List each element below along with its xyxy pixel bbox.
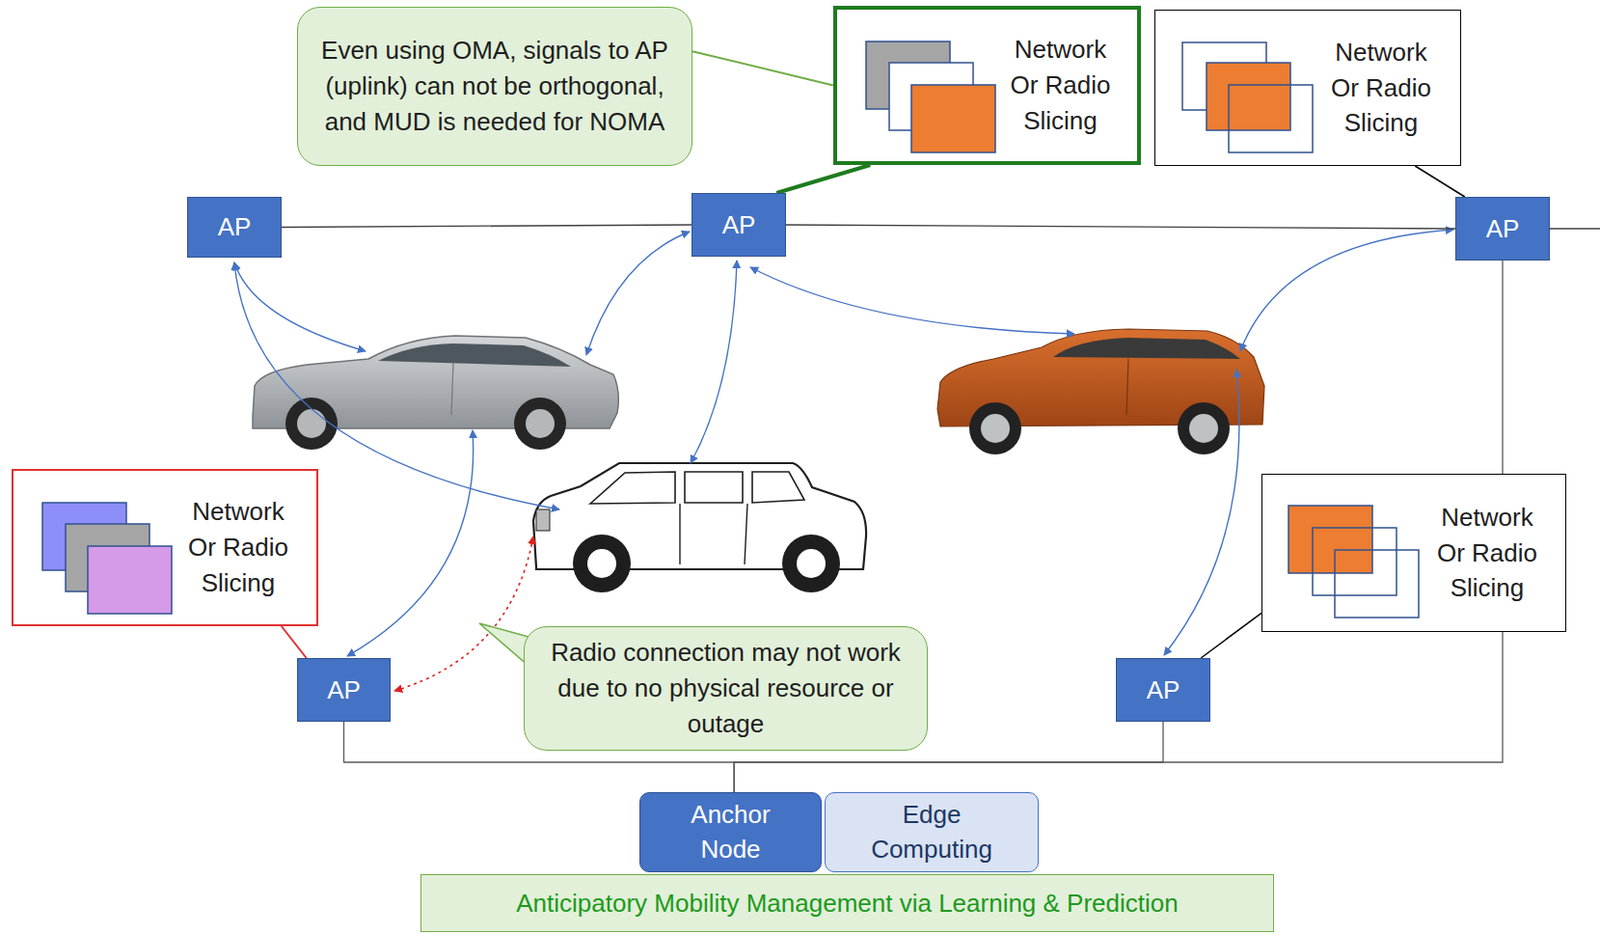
slice-square xyxy=(1312,527,1397,596)
access-point: AP xyxy=(1115,657,1211,722)
node-text: AP xyxy=(326,672,361,708)
orange-suv xyxy=(937,328,1265,455)
slicing-box: Network Or Radio Slicing xyxy=(833,5,1141,165)
slice-square xyxy=(911,84,996,153)
node-text: Network Or Radio Slicing xyxy=(1000,31,1121,139)
silver-sedan xyxy=(252,335,619,450)
node-text: Anticipatory Mobility Management via Lea… xyxy=(515,885,1178,922)
wheel xyxy=(969,402,1022,455)
callout-note: Radio connection may not work due to no … xyxy=(523,625,928,751)
node-text: Edge Computing xyxy=(850,796,1013,868)
connector xyxy=(281,224,692,228)
node-text: AP xyxy=(722,207,757,244)
hub xyxy=(1189,413,1219,443)
connector xyxy=(776,164,870,193)
hub xyxy=(586,547,618,579)
broken-radio-link xyxy=(394,536,534,691)
node-text: Network Or Radio Slicing xyxy=(1321,34,1442,142)
callout-note: Even using OMA, signals to AP (uplink) c… xyxy=(297,6,693,166)
hub xyxy=(980,413,1010,443)
connector xyxy=(692,51,834,85)
car-window xyxy=(684,471,743,503)
node-text: Network Or Radio Slicing xyxy=(1427,499,1548,607)
slice-square xyxy=(1206,62,1291,131)
node-text: Even using OMA, signals to AP (uplink) c… xyxy=(315,32,675,140)
hub xyxy=(795,547,827,579)
car-door-line xyxy=(744,503,748,565)
car-door-line xyxy=(451,362,454,415)
wheel xyxy=(514,397,567,450)
slice-icon xyxy=(1155,10,1320,165)
car-window xyxy=(752,471,805,503)
slice-icon xyxy=(837,9,1002,164)
slicing-box: Network Or Radio Slicing xyxy=(11,468,319,626)
white-suv xyxy=(533,462,867,593)
wheel xyxy=(1177,402,1230,455)
backhaul-line xyxy=(1549,227,1600,229)
car-window xyxy=(590,471,676,504)
hub xyxy=(297,408,326,438)
slice-icon xyxy=(13,470,178,625)
tail-light xyxy=(536,509,550,531)
anchor-node: Anchor Node xyxy=(639,791,822,872)
slice-square xyxy=(1288,505,1373,573)
slice-square xyxy=(1334,549,1419,618)
radio-link xyxy=(750,267,1075,334)
connector xyxy=(281,625,307,658)
connector xyxy=(1200,612,1262,658)
slice-icon xyxy=(1262,474,1427,629)
node-text: AP xyxy=(1486,211,1520,247)
hub xyxy=(525,408,555,438)
slicing-box: Network Or Radio Slicing xyxy=(1154,9,1462,166)
node-text: AP xyxy=(1146,672,1181,708)
car-window xyxy=(378,343,571,367)
access-point: AP xyxy=(187,196,282,258)
radio-link xyxy=(1240,229,1454,352)
connector xyxy=(786,224,1456,229)
slice-square xyxy=(1228,84,1313,153)
radio-link xyxy=(586,231,690,355)
slicing-box: Network Or Radio Slicing xyxy=(1261,473,1567,632)
banner: Anticipatory Mobility Management via Lea… xyxy=(420,873,1275,932)
node-text: Anchor Node xyxy=(669,796,792,868)
access-point: AP xyxy=(691,192,787,257)
edge-computing-box: Edge Computing xyxy=(824,791,1039,872)
radio-link xyxy=(234,262,366,352)
wheel xyxy=(782,534,841,593)
radio-link xyxy=(690,260,737,463)
node-text: Network Or Radio Slicing xyxy=(178,493,299,601)
node-text: Radio connection may not work due to no … xyxy=(542,634,910,742)
wheel xyxy=(572,534,631,593)
car-window xyxy=(1053,337,1241,359)
connector xyxy=(1414,165,1465,197)
node-text: AP xyxy=(217,209,252,245)
car-door-line xyxy=(678,503,680,565)
access-point: AP xyxy=(297,657,391,722)
radio-link xyxy=(347,430,474,656)
car-door-line xyxy=(1126,358,1129,415)
radio-link xyxy=(1164,369,1240,655)
callout-tail xyxy=(479,623,529,666)
access-point: AP xyxy=(1455,196,1550,261)
slice-square xyxy=(87,545,172,614)
